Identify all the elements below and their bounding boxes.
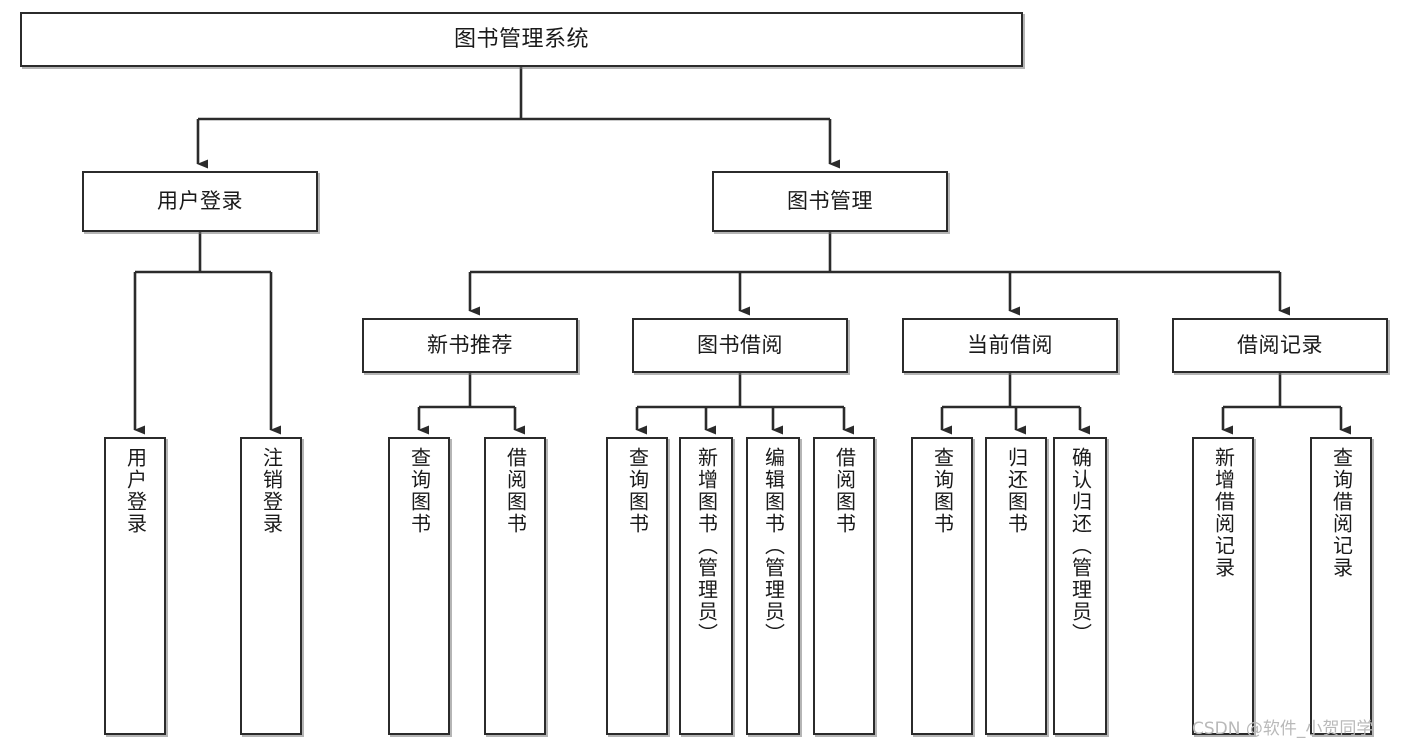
node-book-manage[interactable]: 图书管理 [712,171,948,232]
node-leaf-add-borrow-record[interactable]: 新增借阅记录 [1192,437,1254,735]
node-leaf-borrow-book-recommend[interactable]: 借阅图书 [484,437,546,735]
node-leaf-edit-book-label: 编辑图书（管理员） [761,447,786,645]
csdn-watermark: CSDN @软件_小贺同学 [1192,719,1374,739]
node-leaf-query-book-recommend-label: 查询图书 [407,447,432,535]
node-leaf-query-borrow-record[interactable]: 查询借阅记录 [1310,437,1372,735]
node-root[interactable]: 图书管理系统 [20,12,1023,67]
node-borrow-record[interactable]: 借阅记录 [1172,318,1388,373]
node-book-borrow-label: 图书借阅 [697,333,783,358]
node-leaf-query-borrow-record-label: 查询借阅记录 [1329,447,1354,579]
node-user-login-label: 用户登录 [157,189,243,214]
node-leaf-query-book-current-label: 查询图书 [930,447,955,535]
node-leaf-confirm-return[interactable]: 确认归还（管理员） [1053,437,1107,735]
node-leaf-add-book-label: 新增图书（管理员） [694,447,719,645]
node-leaf-logout[interactable]: 注销登录 [240,437,302,735]
node-new-book-recommend[interactable]: 新书推荐 [362,318,578,373]
node-book-borrow[interactable]: 图书借阅 [632,318,848,373]
node-current-borrow-label: 当前借阅 [967,333,1053,358]
node-leaf-edit-book[interactable]: 编辑图书（管理员） [746,437,800,735]
node-leaf-logout-label: 注销登录 [259,447,284,535]
node-leaf-query-book-borrow[interactable]: 查询图书 [606,437,668,735]
node-leaf-return-book[interactable]: 归还图书 [985,437,1047,735]
node-leaf-borrow-book-label: 借阅图书 [832,447,857,535]
node-leaf-return-book-label: 归还图书 [1004,447,1029,535]
node-leaf-add-book[interactable]: 新增图书（管理员） [679,437,733,735]
node-new-book-recommend-label: 新书推荐 [427,333,513,358]
node-leaf-add-borrow-record-label: 新增借阅记录 [1211,447,1236,579]
node-book-manage-label: 图书管理 [787,189,873,214]
node-borrow-record-label: 借阅记录 [1237,333,1323,358]
node-current-borrow[interactable]: 当前借阅 [902,318,1118,373]
node-leaf-query-book-borrow-label: 查询图书 [625,447,650,535]
node-leaf-query-book-current[interactable]: 查询图书 [911,437,973,735]
node-leaf-query-book-recommend[interactable]: 查询图书 [388,437,450,735]
node-leaf-borrow-book[interactable]: 借阅图书 [813,437,875,735]
node-leaf-confirm-return-label: 确认归还（管理员） [1068,447,1093,645]
node-user-login[interactable]: 用户登录 [82,171,318,232]
node-leaf-user-login-label: 用户登录 [123,447,148,535]
node-leaf-borrow-book-recommend-label: 借阅图书 [503,447,528,535]
node-leaf-user-login[interactable]: 用户登录 [104,437,166,735]
node-root-label: 图书管理系统 [453,26,589,52]
